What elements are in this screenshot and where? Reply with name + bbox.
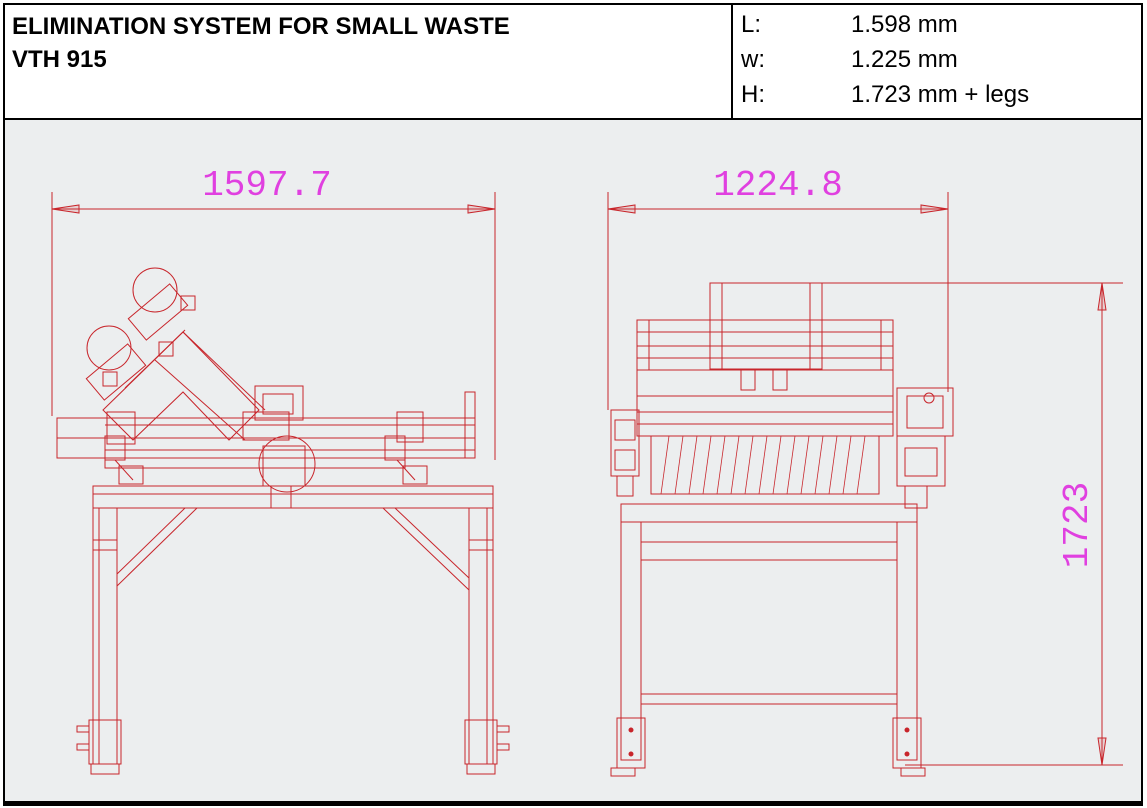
- dimension-key: L:: [741, 11, 762, 38]
- roller-hatching: [660, 435, 866, 495]
- dimensions-cell: L: 1.598 mm w: 1.225 mm H: 1.723 mm + legs: [733, 5, 1141, 118]
- machine-drawing-svg: 1597.7: [51, 165, 1123, 777]
- product-title: ELIMINATION SYSTEM FOR SMALL WASTE: [12, 13, 510, 40]
- height-dimension-label: 1723: [1057, 482, 1098, 568]
- product-model: VTH 915: [12, 46, 107, 73]
- dimension-width: w: 1.225 mm: [741, 42, 1141, 77]
- dimension-value: 1.225 mm: [851, 46, 958, 73]
- dimension-length: L: 1.598 mm: [741, 7, 1141, 42]
- dimension-height: H: 1.723 mm + legs: [741, 77, 1141, 112]
- dimension-value: 1.598 mm: [851, 11, 958, 38]
- front-view: 1224.8 1723: [607, 165, 1123, 777]
- dimension-key: H:: [741, 81, 765, 108]
- height-dimension-line: [820, 282, 1123, 766]
- title-cell: ELIMINATION SYSTEM FOR SMALL WASTE VTH 9…: [5, 5, 733, 118]
- header-table: ELIMINATION SYSTEM FOR SMALL WASTE VTH 9…: [3, 3, 1143, 120]
- width-dimension-line: [607, 192, 949, 410]
- bottom-border: [3, 801, 1143, 806]
- width-dimension-label: 1224.8: [713, 165, 843, 206]
- dimension-key: w:: [741, 46, 765, 73]
- length-dimension-label: 1597.7: [202, 165, 332, 206]
- technical-drawing: 1597.7: [3, 120, 1143, 804]
- dimension-value: 1.723 mm + legs: [851, 81, 1030, 108]
- side-view: 1597.7: [51, 165, 510, 775]
- length-dimension-line: [51, 192, 496, 460]
